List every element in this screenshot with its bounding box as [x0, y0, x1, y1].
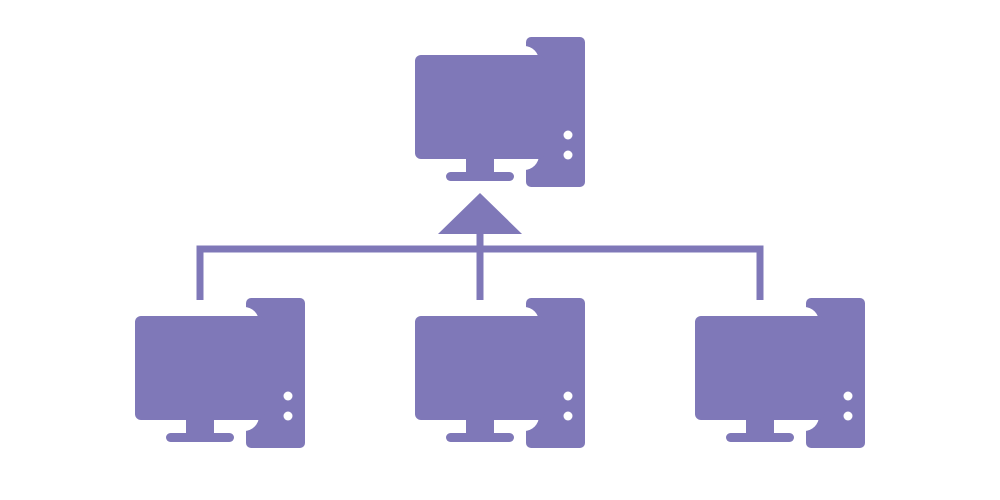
child-computer-icon-center [415, 298, 585, 448]
child-computer-icon-left [135, 298, 305, 448]
connector-lines [196, 232, 764, 300]
arrow-up-icon [438, 193, 522, 234]
child-computer-icon-right [695, 298, 865, 448]
root-computer-icon [415, 37, 585, 187]
